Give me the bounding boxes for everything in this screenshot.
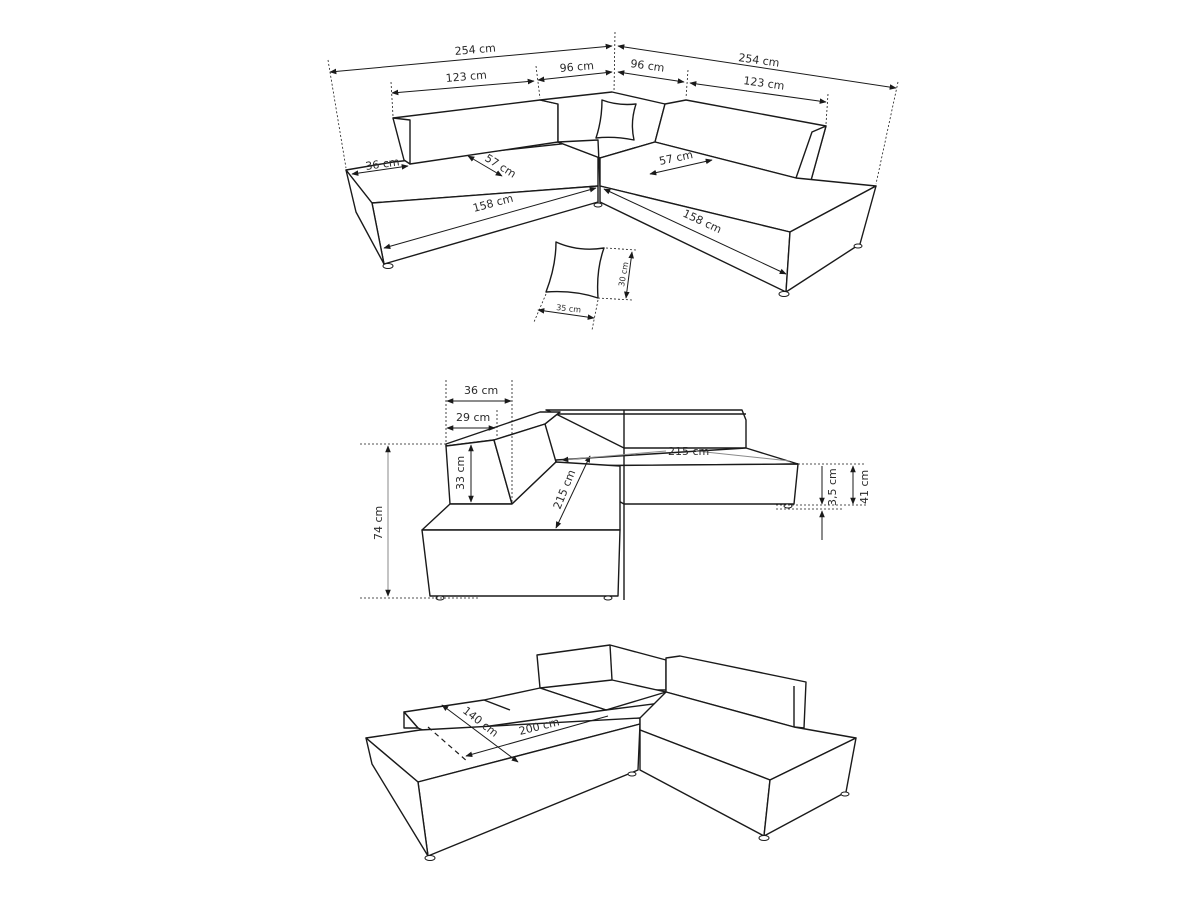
extension-line (605, 247, 637, 251)
foot (424, 855, 436, 861)
corner-cushion (595, 99, 637, 141)
dim-line-36 (351, 164, 409, 176)
extension-line (613, 31, 616, 93)
left-seat-front (421, 529, 621, 597)
label-back-height: 33 cm (454, 456, 467, 490)
dim-line-215-horizontal-a (561, 450, 667, 463)
label-width-right: 254 cm (738, 51, 781, 70)
pullout-side (403, 711, 419, 729)
extension-line (390, 81, 394, 117)
foot (853, 243, 863, 249)
extension-line (597, 297, 633, 301)
dim-line-215-diagonal (555, 455, 591, 529)
foot (840, 791, 850, 797)
extension-line (535, 65, 541, 99)
dim-line-57-left (467, 155, 503, 177)
dim-line-254-left (329, 43, 613, 75)
side-view-drawing: 36 cm 29 cm 33 cm 74 cm 215 cm 215 cm 3,… (360, 380, 871, 601)
foot (627, 771, 637, 777)
foot (382, 263, 394, 269)
dim-line-254-right (617, 44, 897, 90)
label-back-depth-outer: 36 cm (464, 384, 498, 397)
label-backrest-right: 123 cm (743, 74, 786, 93)
extension-line (825, 93, 829, 125)
dim-line-123-right (689, 81, 827, 104)
label-seat-height: 41 cm (858, 470, 871, 504)
extension-line (875, 81, 899, 185)
extension-line (685, 69, 689, 99)
label-cushion-width: 35 cm (556, 303, 582, 315)
dim-line-158-right (603, 188, 787, 275)
label-cushion-height: 30 cm (617, 261, 630, 287)
label-back-depth-inner: 29 cm (456, 411, 490, 424)
label-armrest: 36 cm (365, 155, 401, 173)
label-corner-right: 96 cm (630, 57, 666, 75)
edge (609, 644, 613, 681)
label-backrest-left: 123 cm (445, 68, 487, 85)
label-seat-length: 215 cm (668, 445, 709, 458)
foot (603, 595, 613, 601)
label-total-height: 74 cm (372, 506, 385, 540)
dim-line-140-bed (441, 704, 519, 763)
corner-sofa-drawing: 254 cm 254 cm 123 cm 96 cm 96 cm 123 cm … (327, 31, 899, 297)
left-backrest-side (392, 117, 411, 165)
edge (544, 411, 561, 425)
dim-line-215-horizontal-b (695, 450, 791, 462)
dim-line-158-left (383, 187, 597, 249)
extension-line (591, 299, 599, 331)
dim-line-cushion-height (624, 251, 634, 299)
foot (593, 202, 603, 208)
extension-line (327, 59, 347, 169)
dim-line-96-right (617, 70, 685, 84)
dim-line-96-left (537, 69, 613, 83)
foot (778, 291, 790, 297)
cushion-detail: 30 cm 35 cm (533, 241, 637, 331)
bed-view-drawing: 140 cm 200 cm (365, 644, 857, 861)
dim-line-123-left (391, 78, 535, 96)
rear-backrest (545, 409, 747, 449)
label-leg-height: 3,5 cm (826, 468, 839, 506)
extension-line (533, 293, 547, 323)
edge (605, 691, 667, 711)
dim-line-57-right (649, 158, 713, 176)
label-width-left: 254 cm (454, 41, 496, 58)
cushion (545, 241, 605, 299)
label-corner-left: 96 cm (559, 59, 594, 75)
dim-line-200-bed (465, 715, 609, 757)
foot (758, 835, 770, 841)
dim-line-cushion-width (537, 308, 595, 320)
